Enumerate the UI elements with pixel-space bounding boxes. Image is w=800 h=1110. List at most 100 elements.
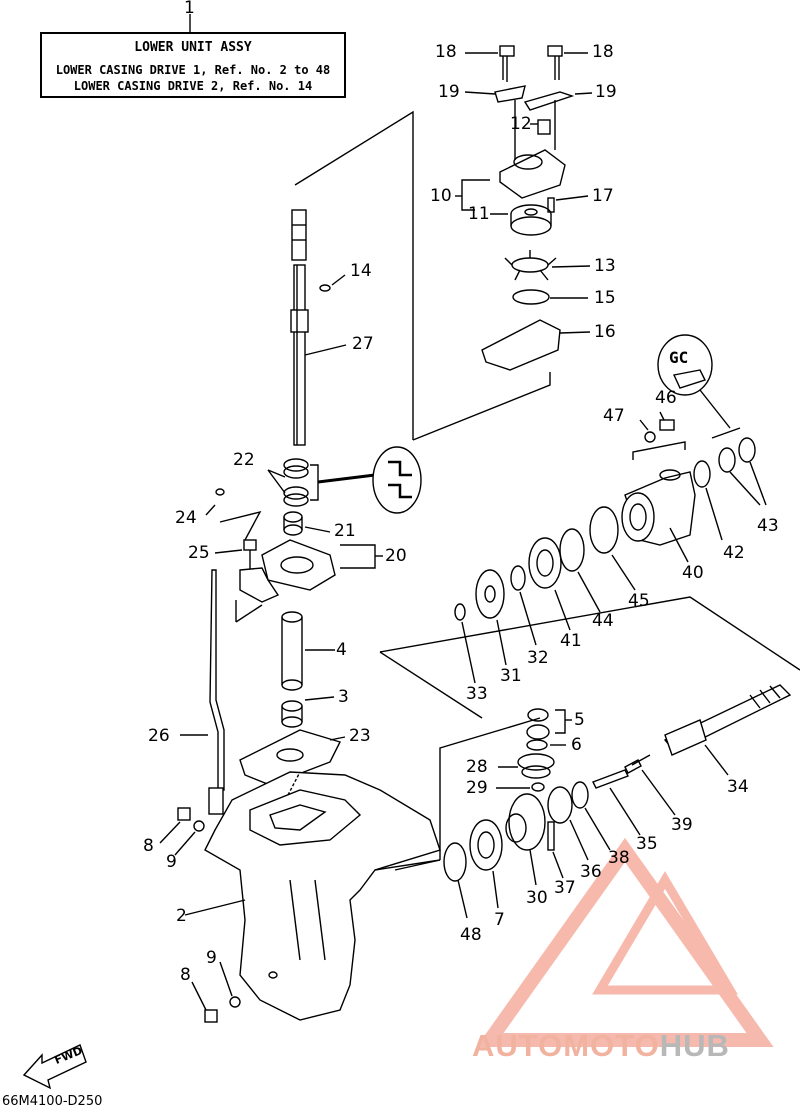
- pin-17: [547, 197, 555, 213]
- watermark-text-part2: HUB: [659, 1028, 730, 1063]
- washer-9-upper: [193, 820, 205, 832]
- callout-12: 12: [510, 114, 532, 134]
- washer-9-lower: [229, 996, 241, 1008]
- propeller-shaft-housing-40: [621, 469, 696, 546]
- callout-31: 31: [500, 666, 522, 686]
- bolt-18-left: [499, 45, 515, 82]
- callout-38: 38: [608, 848, 630, 868]
- callout-35: 35: [636, 834, 658, 854]
- shim-48: [443, 842, 467, 882]
- shim-32: [510, 565, 526, 591]
- callout-24: 24: [175, 508, 197, 528]
- callout-4: 4: [336, 640, 347, 660]
- bushing-42: [693, 460, 711, 488]
- pin-14: [319, 284, 331, 292]
- bolt-46: [659, 419, 675, 431]
- callout-45: 45: [628, 591, 650, 611]
- callout-18-left: 18: [435, 42, 457, 62]
- callout-8-lower: 8: [180, 965, 191, 985]
- gasket-23: [239, 729, 341, 786]
- callout-5: 5: [574, 710, 585, 730]
- o-ring-15: [512, 289, 550, 305]
- cross-pin-37: [547, 821, 555, 851]
- callout-36: 36: [580, 862, 602, 882]
- callout-2: 2: [176, 906, 187, 926]
- dog-clutch-36: [547, 786, 573, 824]
- spring-39: [624, 754, 651, 774]
- callout-19-left: 19: [438, 82, 460, 102]
- callout-19-right: 19: [595, 82, 617, 102]
- callout-21: 21: [334, 521, 356, 541]
- guide-line: [294, 110, 414, 440]
- callout-16: 16: [594, 322, 616, 342]
- callout-23: 23: [349, 726, 371, 746]
- callout-42: 42: [723, 543, 745, 563]
- callout-7: 7: [494, 910, 505, 930]
- pinion-gear-31: [475, 569, 505, 619]
- bearing-41: [528, 537, 562, 589]
- clip-38: [571, 781, 589, 809]
- callout-28: 28: [466, 757, 488, 777]
- forward-gear-30: [505, 793, 546, 851]
- callout-43: 43: [757, 516, 779, 536]
- driveshaft-housing-20: [239, 539, 336, 603]
- bolt-18-right: [547, 45, 563, 80]
- pinion-28: [517, 753, 555, 779]
- callout-26: 26: [148, 726, 170, 746]
- callout-13: 13: [594, 256, 616, 276]
- callout-48: 48: [460, 925, 482, 945]
- callout-17: 17: [592, 186, 614, 206]
- callout-27: 27: [352, 334, 374, 354]
- assembly-ref-line-2: LOWER CASING DRIVE 2, Ref. No. 14: [73, 79, 313, 93]
- callout-37: 37: [554, 878, 576, 898]
- water-tube-4: [281, 611, 303, 691]
- callout-9-upper: 9: [166, 852, 177, 872]
- shift-rod-26: [208, 569, 225, 815]
- o-ring-44: [559, 528, 585, 572]
- callout-22: 22: [233, 450, 255, 470]
- circlip-33: [454, 603, 466, 621]
- pump-housing-10: [499, 100, 566, 199]
- callout-20: 20: [385, 546, 407, 566]
- callout-9-lower: 9: [206, 948, 217, 968]
- pin-24: [215, 488, 225, 496]
- assembly-title-box: LOWER UNIT ASSY LOWER CASING DRIVE 1, Re…: [40, 32, 346, 98]
- callout-10: 10: [430, 186, 452, 206]
- driveshaft: [290, 209, 309, 446]
- watermark-logo: [476, 837, 774, 1047]
- callout-39: 39: [671, 815, 693, 835]
- callout-44: 44: [592, 611, 614, 631]
- callout-14: 14: [350, 261, 372, 281]
- callout-1: 1: [184, 0, 195, 18]
- assembly-title: LOWER UNIT ASSY: [134, 40, 252, 55]
- oil-seal-43a: [718, 447, 736, 473]
- callout-8-upper: 8: [143, 836, 154, 856]
- insert-11: [510, 204, 552, 236]
- plate-19-left: [494, 85, 526, 103]
- plate-19-right: [523, 91, 575, 111]
- nut-29: [531, 782, 545, 792]
- callout-25: 25: [188, 543, 210, 563]
- callout-34: 34: [727, 777, 749, 797]
- callout-46: 46: [655, 388, 677, 408]
- o-ring-45: [589, 506, 619, 554]
- detail-circle: [372, 446, 422, 514]
- shim-6: [526, 739, 548, 751]
- bolt-12: [537, 119, 551, 135]
- watermark-text: AUTOMOTOHUB: [472, 1028, 730, 1064]
- assembly-ref-line-1: LOWER CASING DRIVE 1, Ref. No. 2 to 48: [55, 63, 331, 77]
- bolt-25: [243, 539, 257, 551]
- watermark-text-part1: AUTOMOTO: [472, 1028, 660, 1063]
- impeller-13: [504, 250, 557, 281]
- bracket-upper: [379, 596, 800, 671]
- sealant-mark-label: GC: [669, 348, 689, 367]
- oil-seal-43b: [738, 437, 756, 463]
- callout-40: 40: [682, 563, 704, 583]
- callout-6: 6: [571, 735, 582, 755]
- grommet-3: [281, 700, 303, 728]
- shift-pin-35: [592, 769, 629, 789]
- bearing-7: [469, 819, 503, 871]
- callout-29: 29: [466, 778, 488, 798]
- callout-15: 15: [594, 288, 616, 308]
- callout-33: 33: [466, 684, 488, 704]
